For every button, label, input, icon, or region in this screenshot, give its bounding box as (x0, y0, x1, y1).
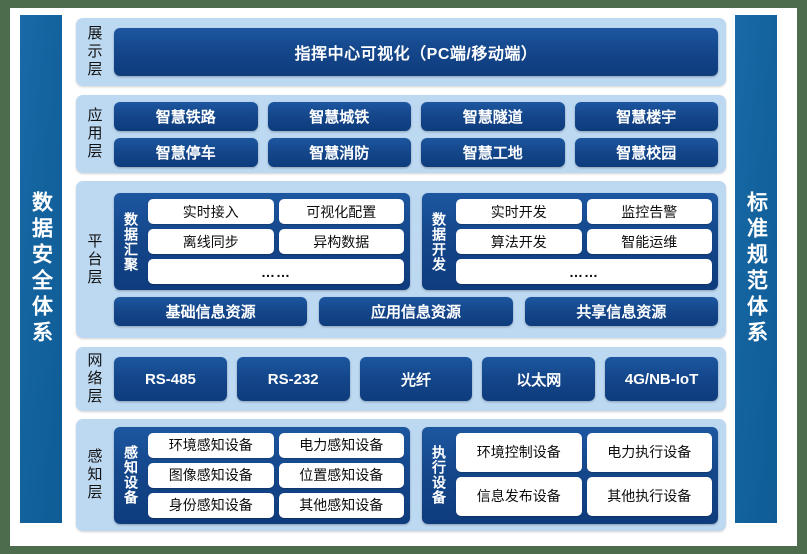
layer-network-body: RS-485 RS-232 光纤 以太网 4G/NB-IoT (112, 347, 726, 411)
app-item-smart-site[interactable]: 智慧工地 (421, 137, 565, 167)
platform-group-2-label: 数据开发 (431, 211, 447, 272)
app-item-smart-railway[interactable]: 智慧铁路 (114, 101, 258, 131)
network-item-4g-nbiot[interactable]: 4G/NB-IoT (605, 357, 718, 401)
platform-group-1-label: 数据汇聚 (123, 211, 139, 272)
platform-resources-row: 基础信息资源 应用信息资源 共享信息资源 (114, 297, 718, 326)
app-item-smart-metro[interactable]: 智慧城铁 (267, 101, 411, 131)
layer-application: 应用层 智慧铁路 智慧城铁 智慧隧道 智慧楼宇 智慧停车 智慧消防 智慧工地 智… (76, 95, 726, 173)
platform-resource-shared[interactable]: 共享信息资源 (524, 297, 718, 326)
layer-display-label-wrap: 展示层 (76, 18, 112, 86)
layer-platform-body: 数据汇聚 实时接入 可视化配置 离线同步 异构数据 …… 数据开发 (112, 181, 726, 338)
sensing-item-other[interactable]: 其他感知设备 (278, 492, 404, 518)
actuator-item-power[interactable]: 电力执行设备 (586, 432, 712, 472)
platform-group-1-more[interactable]: …… (148, 259, 404, 284)
platform-group-1-label-wrap: 数据汇聚 (120, 199, 142, 284)
layer-sensing-body: 感知设备 环境感知设备 电力感知设备 图像感知设备 位置感知设备 身份感知设备 … (112, 419, 726, 531)
layer-network-label: 网络层 (85, 352, 103, 406)
layer-network: 网络层 RS-485 RS-232 光纤 以太网 4G/NB-IoT (76, 347, 726, 411)
sensing-group-sensor-devices: 感知设备 环境感知设备 电力感知设备 图像感知设备 位置感知设备 身份感知设备 … (114, 426, 410, 524)
network-item-fiber[interactable]: 光纤 (359, 357, 473, 401)
platform-group-data-development: 数据开发 实时开发 监控告警 算法开发 智能运维 …… (422, 193, 718, 290)
layer-application-label-wrap: 应用层 (76, 95, 112, 173)
platform-resource-basic[interactable]: 基础信息资源 (114, 297, 308, 326)
sensing-group-2-label-wrap: 执行设备 (428, 433, 450, 518)
app-item-smart-building[interactable]: 智慧楼宇 (574, 101, 718, 131)
platform-item-realtime-access[interactable]: 实时接入 (148, 199, 274, 224)
sensing-group-1-label: 感知设备 (123, 445, 139, 505)
sensing-item-power[interactable]: 电力感知设备 (278, 432, 404, 458)
pillar-left-label: 数据安全体系 (29, 191, 53, 347)
actuator-item-other[interactable]: 其他执行设备 (586, 476, 712, 516)
platform-item-visual-config[interactable]: 可视化配置 (278, 199, 404, 224)
sensing-group-1-body: 环境感知设备 电力感知设备 图像感知设备 位置感知设备 身份感知设备 其他感知设… (148, 432, 404, 518)
platform-group-1-body: 实时接入 可视化配置 离线同步 异构数据 …… (148, 199, 404, 284)
layer-platform-label: 平台层 (85, 232, 103, 287)
sensing-group-2-body: 环境控制设备 电力执行设备 信息发布设备 其他执行设备 (456, 432, 712, 518)
platform-resource-app[interactable]: 应用信息资源 (319, 297, 513, 326)
actuator-item-info-release[interactable]: 信息发布设备 (456, 476, 582, 516)
platform-group-2-label-wrap: 数据开发 (428, 199, 450, 284)
sensing-item-position[interactable]: 位置感知设备 (278, 462, 404, 488)
layer-sensing-label-wrap: 感知层 (76, 419, 112, 531)
app-item-smart-parking[interactable]: 智慧停车 (114, 137, 258, 167)
network-item-ethernet[interactable]: 以太网 (482, 357, 596, 401)
sensing-item-environment[interactable]: 环境感知设备 (148, 432, 274, 458)
platform-item-monitor-alarm[interactable]: 监控告警 (586, 199, 712, 224)
platform-group-data-aggregation: 数据汇聚 实时接入 可视化配置 离线同步 异构数据 …… (114, 193, 410, 290)
platform-item-smart-ops[interactable]: 智能运维 (586, 229, 712, 254)
layer-sensing-label: 感知层 (85, 448, 103, 502)
sensing-item-image[interactable]: 图像感知设备 (148, 462, 274, 488)
network-grid: RS-485 RS-232 光纤 以太网 4G/NB-IoT (114, 357, 718, 401)
pillar-data-security: 数据安全体系 (19, 14, 63, 524)
actuator-item-environment-control[interactable]: 环境控制设备 (456, 432, 582, 472)
platform-item-offline-sync[interactable]: 离线同步 (148, 229, 274, 254)
layer-display: 展示层 指挥中心可视化（PC端/移动端） (76, 18, 726, 86)
sensing-group-2-label: 执行设备 (431, 445, 447, 505)
sensing-item-identity[interactable]: 身份感知设备 (148, 492, 274, 518)
layer-display-label: 展示层 (85, 25, 103, 79)
layer-display-body: 指挥中心可视化（PC端/移动端） (112, 18, 726, 86)
pillar-standards: 标准规范体系 (734, 14, 778, 524)
sensing-group-1-label-wrap: 感知设备 (120, 433, 142, 518)
layer-sensing: 感知层 感知设备 环境感知设备 电力感知设备 图像感知设备 位置感知设备 身份感… (76, 419, 726, 531)
platform-item-realtime-dev[interactable]: 实时开发 (456, 199, 582, 224)
app-item-smart-tunnel[interactable]: 智慧隧道 (421, 101, 565, 131)
layer-application-label: 应用层 (85, 107, 103, 161)
application-grid: 智慧铁路 智慧城铁 智慧隧道 智慧楼宇 智慧停车 智慧消防 智慧工地 智慧校园 (114, 101, 718, 167)
pillar-right-label: 标准规范体系 (744, 191, 768, 347)
display-command-center-box[interactable]: 指挥中心可视化（PC端/移动端） (114, 28, 718, 76)
platform-group-2-body: 实时开发 监控告警 算法开发 智能运维 …… (456, 199, 712, 284)
layer-application-body: 智慧铁路 智慧城铁 智慧隧道 智慧楼宇 智慧停车 智慧消防 智慧工地 智慧校园 (112, 95, 726, 173)
layer-platform: 平台层 数据汇聚 实时接入 可视化配置 离线同步 异构数据 …… (76, 181, 726, 338)
network-item-rs232[interactable]: RS-232 (236, 357, 350, 401)
network-item-rs485[interactable]: RS-485 (114, 357, 227, 401)
layer-platform-label-wrap: 平台层 (76, 181, 112, 338)
app-item-smart-fire[interactable]: 智慧消防 (267, 137, 411, 167)
platform-groups-row: 数据汇聚 实时接入 可视化配置 离线同步 异构数据 …… 数据开发 (114, 193, 718, 290)
app-item-smart-campus[interactable]: 智慧校园 (574, 137, 718, 167)
sensing-groups-row: 感知设备 环境感知设备 电力感知设备 图像感知设备 位置感知设备 身份感知设备 … (114, 426, 718, 524)
platform-item-heterogeneous[interactable]: 异构数据 (278, 229, 404, 254)
platform-item-algorithm-dev[interactable]: 算法开发 (456, 229, 582, 254)
sensing-group-actuator-devices: 执行设备 环境控制设备 电力执行设备 信息发布设备 其他执行设备 (422, 426, 718, 524)
platform-group-2-more[interactable]: …… (456, 259, 712, 284)
layer-network-label-wrap: 网络层 (76, 347, 112, 411)
